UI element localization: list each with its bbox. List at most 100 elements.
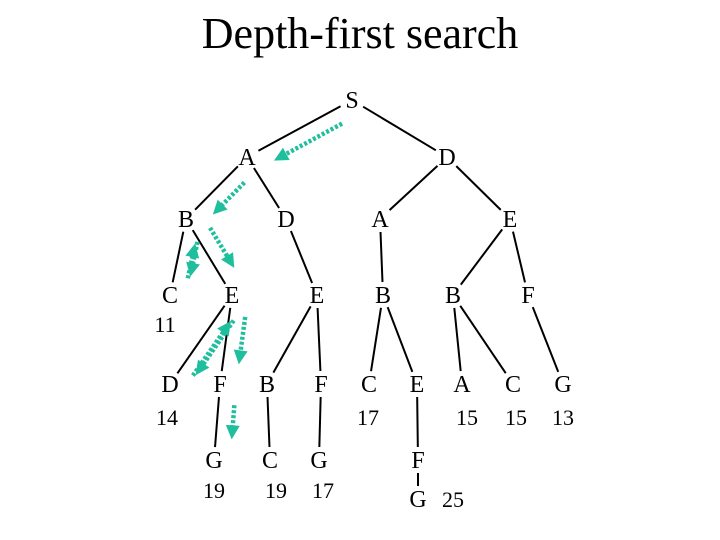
tree-edge-B2-E4 xyxy=(386,306,414,373)
tree-node-D3: D 14 xyxy=(156,372,182,430)
tree-edge-D2-E3 xyxy=(289,230,314,284)
tree-edge-S-D1 xyxy=(362,105,437,152)
node-label: E xyxy=(503,207,518,233)
node-background xyxy=(274,207,298,231)
node-label: C xyxy=(361,372,377,398)
node-label: C xyxy=(262,448,278,474)
arrowhead-icon xyxy=(212,199,228,215)
node-cost-label: 17 xyxy=(357,405,379,430)
node-label: E xyxy=(225,283,240,309)
tree-node-E1: E xyxy=(498,207,522,233)
tree-node-G2: G19 xyxy=(202,448,226,503)
trace-step-4 xyxy=(185,243,200,279)
node-label: C xyxy=(505,372,521,398)
tree-edge-E4-F4 xyxy=(416,396,419,448)
tree-node-S: S xyxy=(340,88,364,114)
node-background xyxy=(305,283,329,307)
tree-edge-F1-G1 xyxy=(531,306,560,373)
node-background xyxy=(406,448,430,472)
tree-edge-F2-G2 xyxy=(214,396,220,448)
node-background xyxy=(368,207,392,231)
tree-edge-E3-B4 xyxy=(272,305,312,374)
node-label: G xyxy=(205,448,222,474)
arrowhead-icon xyxy=(225,424,240,440)
node-background xyxy=(235,145,259,169)
node-background xyxy=(441,283,465,307)
tree-edge-B3-C3 xyxy=(459,305,507,374)
node-label: F xyxy=(521,283,534,309)
tree-edge-E1-F1 xyxy=(512,231,526,283)
node-label: S xyxy=(345,88,358,114)
node-label: E xyxy=(410,372,425,398)
node-background xyxy=(158,283,182,307)
node-label: G xyxy=(554,372,571,398)
node-label: F xyxy=(314,372,327,398)
diagram-title: Depth-first search xyxy=(201,9,519,58)
node-background xyxy=(406,487,430,511)
node-background xyxy=(255,372,279,396)
tree-edge-E2-F2 xyxy=(220,307,232,372)
node-label: D xyxy=(277,207,294,233)
arrowhead-icon xyxy=(233,349,248,365)
tree-node-C2: C 17 xyxy=(357,372,381,430)
trace-step-9 xyxy=(225,405,240,440)
tree-edge-B1-C1 xyxy=(171,231,185,283)
node-label: D xyxy=(161,372,178,398)
tree-edge-E2-D3 xyxy=(176,305,226,374)
tree-node-B3: B xyxy=(441,283,465,309)
tree-edge-A2-B2 xyxy=(379,231,384,283)
node-background xyxy=(450,372,474,396)
search-trace xyxy=(185,121,344,440)
tree-edge-A1-D2 xyxy=(253,167,280,209)
node-background xyxy=(208,372,232,396)
arrowhead-icon xyxy=(221,252,235,268)
trace-arrow-line xyxy=(208,226,233,263)
node-background xyxy=(202,448,226,472)
tree-edge-B2-C2 xyxy=(370,307,382,372)
node-background xyxy=(551,372,575,396)
tree-node-A3: A15 xyxy=(450,372,478,430)
node-background xyxy=(435,145,459,169)
node-label: B xyxy=(259,372,275,398)
node-label: A xyxy=(371,207,389,233)
tree-edge-D1-E1 xyxy=(455,165,502,211)
trace-step-6 xyxy=(195,319,236,376)
tree-node-B4: B xyxy=(255,372,279,398)
tree-edge-D1-A2 xyxy=(388,165,439,211)
node-label: D xyxy=(438,145,455,171)
trace-arrow-line xyxy=(216,180,246,211)
node-background xyxy=(340,88,364,112)
tree-node-G3: G 17 xyxy=(307,448,334,503)
tree-edge-F3-G3 xyxy=(318,396,322,448)
node-background xyxy=(371,283,395,307)
trace-step-5 xyxy=(208,226,235,268)
node-label: A xyxy=(238,145,256,171)
tree-node-C3: C15 xyxy=(501,372,527,430)
node-cost-label: 17 xyxy=(312,478,334,503)
tree-node-G1: G13 xyxy=(551,372,575,430)
tree-edge-B3-A3 xyxy=(453,307,462,372)
node-background xyxy=(405,372,429,396)
node-cost-label: 14 xyxy=(156,405,178,430)
node-background xyxy=(357,372,381,396)
trace-arrow-line xyxy=(237,316,248,357)
tree-node-E4: E xyxy=(405,372,429,398)
trace-step-1 xyxy=(273,121,344,161)
tree-node-D2: D xyxy=(274,207,298,233)
node-background xyxy=(174,207,198,231)
node-background xyxy=(258,448,282,472)
node-label: G xyxy=(310,448,327,474)
node-label: F xyxy=(411,448,424,474)
trace-step-8 xyxy=(233,316,248,365)
arrowhead-icon xyxy=(185,243,200,259)
tree-edge-E1-B3 xyxy=(459,228,504,286)
tree-edge-A1-B1 xyxy=(194,165,239,211)
tree-edge-B1-E2 xyxy=(191,229,227,285)
tree-node-B1: B xyxy=(174,207,198,233)
tree-node-A1: A xyxy=(235,145,259,171)
node-background xyxy=(501,372,525,396)
trace-step-7 xyxy=(191,321,231,377)
node-label: F xyxy=(213,372,226,398)
tree-edges xyxy=(171,105,560,486)
